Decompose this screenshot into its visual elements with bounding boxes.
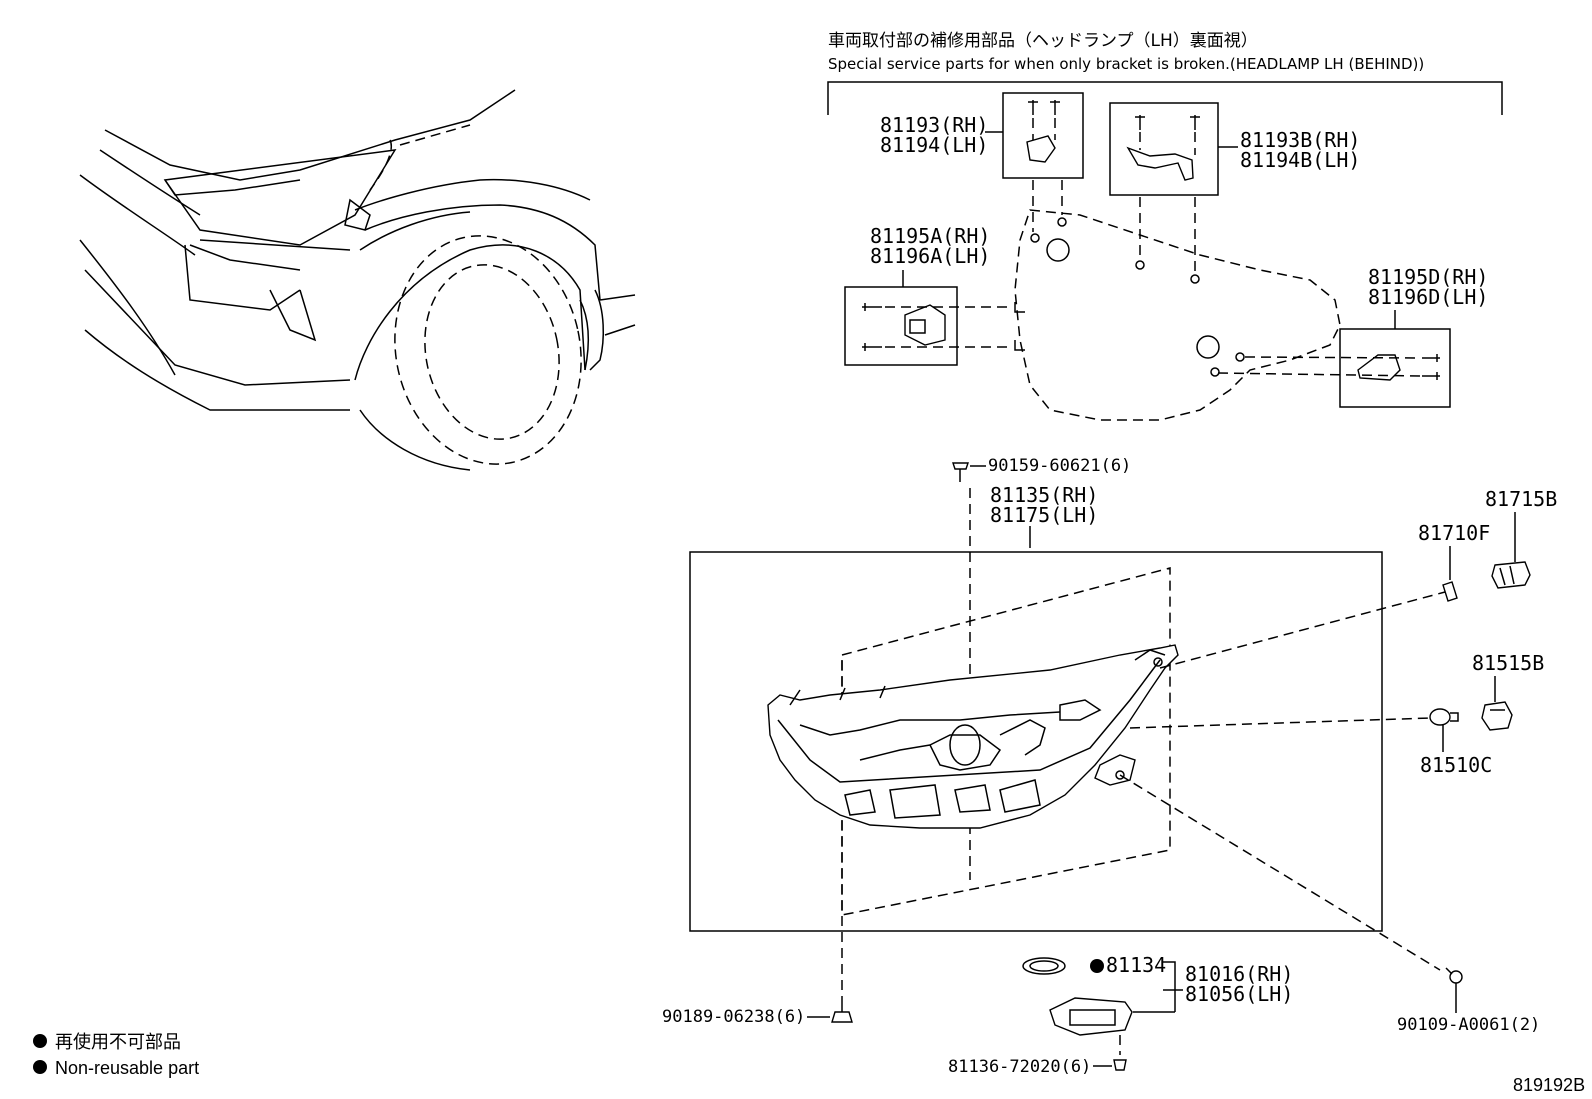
label-bracket-side-inner-lh: 81196A(LH) — [870, 244, 990, 268]
callout-bracket — [827, 81, 1503, 115]
vehicle-front-illustration — [79, 89, 636, 471]
bracket-side-inner-box — [844, 286, 958, 366]
bulb-81510c-icon — [1429, 708, 1459, 726]
legend-text-jp: 再使用不可部品 — [55, 1032, 181, 1052]
bracket-upper-outer-icon — [1126, 115, 1200, 275]
label-computer-unit-lh: 81056(LH) — [1185, 982, 1293, 1006]
label-socket-81515b: 81515B — [1472, 651, 1544, 675]
label-screw-right: 90109-A0061(2) — [1397, 1015, 1540, 1035]
gasket-icon — [1022, 957, 1066, 975]
label-bulb-81510c: 81510C — [1420, 753, 1492, 777]
label-bracket-side-inner-rh: 81195A(RH) — [870, 224, 990, 248]
computer-unit-icon — [1049, 997, 1133, 1055]
bracket-side-outer-icon — [1217, 354, 1440, 381]
nut-bottom-left-icon — [831, 1005, 853, 1023]
label-bulb-81710f: 81710F — [1418, 521, 1490, 545]
label-bracket-upper-inner-rh: 81193(RH) — [880, 113, 988, 137]
label-bracket-upper-inner-lh: 81194(LH) — [880, 133, 988, 157]
label-screw-top: 90159-60621(6) — [988, 456, 1131, 476]
headlamp-assembly-icon — [767, 644, 1179, 829]
screw-right-icon — [1445, 967, 1463, 984]
screw-top-icon — [952, 462, 969, 482]
legend-text-en: Non-reusable part — [55, 1058, 199, 1078]
label-bracket-side-outer-lh: 81196D(LH) — [1368, 285, 1488, 309]
callout-title-jp: 車両取付部の補修用部品（ヘッドランプ（LH）裏面視） — [828, 30, 1258, 51]
label-bracket-side-outer-rh: 81195D(RH) — [1368, 265, 1488, 289]
socket-81715b-icon — [1491, 561, 1531, 589]
bracket-side-inner-icon — [862, 302, 1025, 351]
legend-bullet-en — [33, 1060, 47, 1074]
bracket-upper-inner-icon — [1026, 100, 1063, 232]
bracket-upper-inner-box — [1002, 92, 1084, 179]
label-headlamp-unit-rh: 81135(RH) — [990, 483, 1098, 507]
bulb-81710f-icon — [1442, 581, 1458, 602]
headlamp-assembly-frame — [689, 551, 1383, 932]
headlamp-rear-outline — [1014, 209, 1341, 421]
label-bracket-upper-outer-lh: 81194B(LH) — [1240, 148, 1360, 172]
legend-bullet-jp — [33, 1034, 47, 1048]
screw-computer-icon — [1113, 1059, 1127, 1071]
label-screw-computer: 81136-72020(6) — [948, 1057, 1091, 1077]
socket-81515b-icon — [1481, 701, 1513, 731]
label-headlamp-unit-lh: 81175(LH) — [990, 503, 1098, 527]
label-bracket-upper-outer-rh: 81193B(RH) — [1240, 128, 1360, 152]
figure-number: 819192B — [1513, 1075, 1585, 1095]
label-computer-unit-rh: 81016(RH) — [1185, 962, 1293, 986]
label-nut-bottom-left: 90189-06238(6) — [662, 1007, 805, 1027]
bracket-upper-outer-box — [1109, 102, 1219, 196]
callout-title-en: Special service parts for when only brac… — [828, 55, 1424, 73]
legend: 再使用不可部品 Non-reusable part — [33, 1032, 199, 1078]
label-gasket: 81134 — [1106, 953, 1166, 977]
label-socket-81715b: 81715B — [1485, 487, 1557, 511]
non-reusable-marker-81134 — [1090, 959, 1104, 973]
